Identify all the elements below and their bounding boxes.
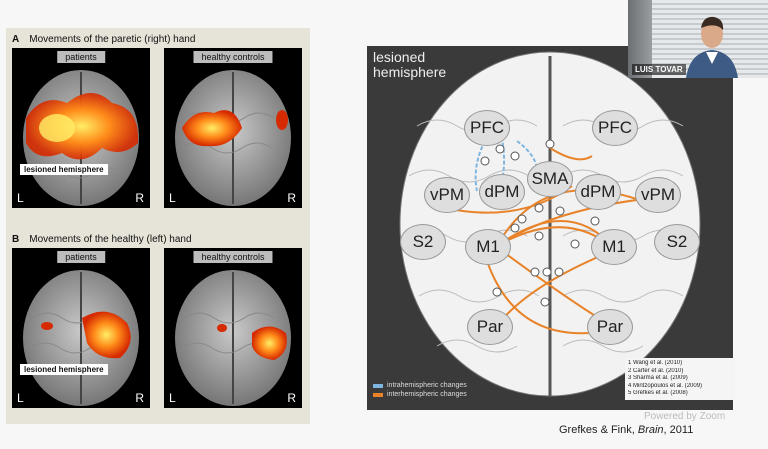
patients-label: patients bbox=[57, 51, 105, 63]
node-s2-left: S2 bbox=[400, 224, 446, 260]
node-vpm-right: vPM bbox=[635, 177, 681, 213]
node-dpm-right: dPM bbox=[575, 174, 621, 210]
zoom-watermark: Powered by Zoom bbox=[644, 411, 726, 422]
citation: Grefkes & Fink, Brain, 2011 bbox=[559, 424, 694, 436]
panel-b-patients-image: patients lesioned hemisphere L R bbox=[12, 248, 150, 408]
node-m1-left: M1 bbox=[465, 229, 511, 265]
node-pfc-left: PFC bbox=[464, 110, 510, 146]
diagram-title: lesioned hemisphere bbox=[373, 49, 447, 80]
speaker-video[interactable]: LUIS TOVAR bbox=[628, 0, 768, 78]
healthy-controls-label: healthy controls bbox=[193, 251, 273, 263]
left-marker: L bbox=[169, 391, 176, 405]
node-vpm-left: vPM bbox=[424, 177, 470, 213]
healthy-controls-label: healthy controls bbox=[193, 51, 273, 63]
node-par-right: Par bbox=[587, 309, 633, 345]
node-m1-right: M1 bbox=[591, 229, 637, 265]
right-marker: R bbox=[287, 391, 296, 405]
node-dpm-left: dPM bbox=[479, 174, 525, 210]
brain-scan-graphic bbox=[23, 270, 139, 406]
connectivity-diagram: lesioned hemisphere PFC PFC vPM dPM SMA … bbox=[367, 46, 735, 410]
node-sma: SMA bbox=[527, 161, 573, 197]
diagram-legend: intrahemispheric changes interhemispheri… bbox=[373, 382, 467, 400]
legend-inter-label: interhemispheric changes bbox=[387, 391, 467, 398]
patients-label: patients bbox=[57, 251, 105, 263]
lesioned-hemisphere-tag: lesioned hemisphere bbox=[20, 164, 108, 175]
node-par-left: Par bbox=[467, 309, 513, 345]
inter-swatch bbox=[373, 392, 383, 397]
left-marker: L bbox=[17, 391, 24, 405]
node-pfc-right: PFC bbox=[592, 110, 638, 146]
right-marker: R bbox=[135, 391, 144, 405]
left-marker: L bbox=[169, 191, 176, 205]
brain-scan-graphic bbox=[175, 270, 291, 406]
node-s2-right: S2 bbox=[654, 224, 700, 260]
speaker-name-label: LUIS TOVAR bbox=[632, 64, 686, 75]
lesioned-hemisphere-tag: lesioned hemisphere bbox=[20, 364, 108, 375]
panel-b-controls-image: healthy controls L R bbox=[164, 248, 302, 408]
intra-swatch bbox=[373, 383, 383, 388]
right-marker: R bbox=[287, 191, 296, 205]
legend-intra-label: intrahemispheric changes bbox=[387, 382, 467, 389]
right-marker: R bbox=[135, 191, 144, 205]
references-box: 1 Wang et al. (2010) 2 Carter et al. (20… bbox=[625, 358, 735, 400]
speaker-avatar bbox=[686, 16, 738, 78]
panel-a-patients-image: patients lesioned hemisphere L R bbox=[12, 48, 150, 208]
brain-scan-graphic bbox=[23, 70, 139, 206]
left-marker: L bbox=[17, 191, 24, 205]
panel-a-controls-image: healthy controls L R bbox=[164, 48, 302, 208]
brain-scan-graphic bbox=[175, 70, 291, 206]
